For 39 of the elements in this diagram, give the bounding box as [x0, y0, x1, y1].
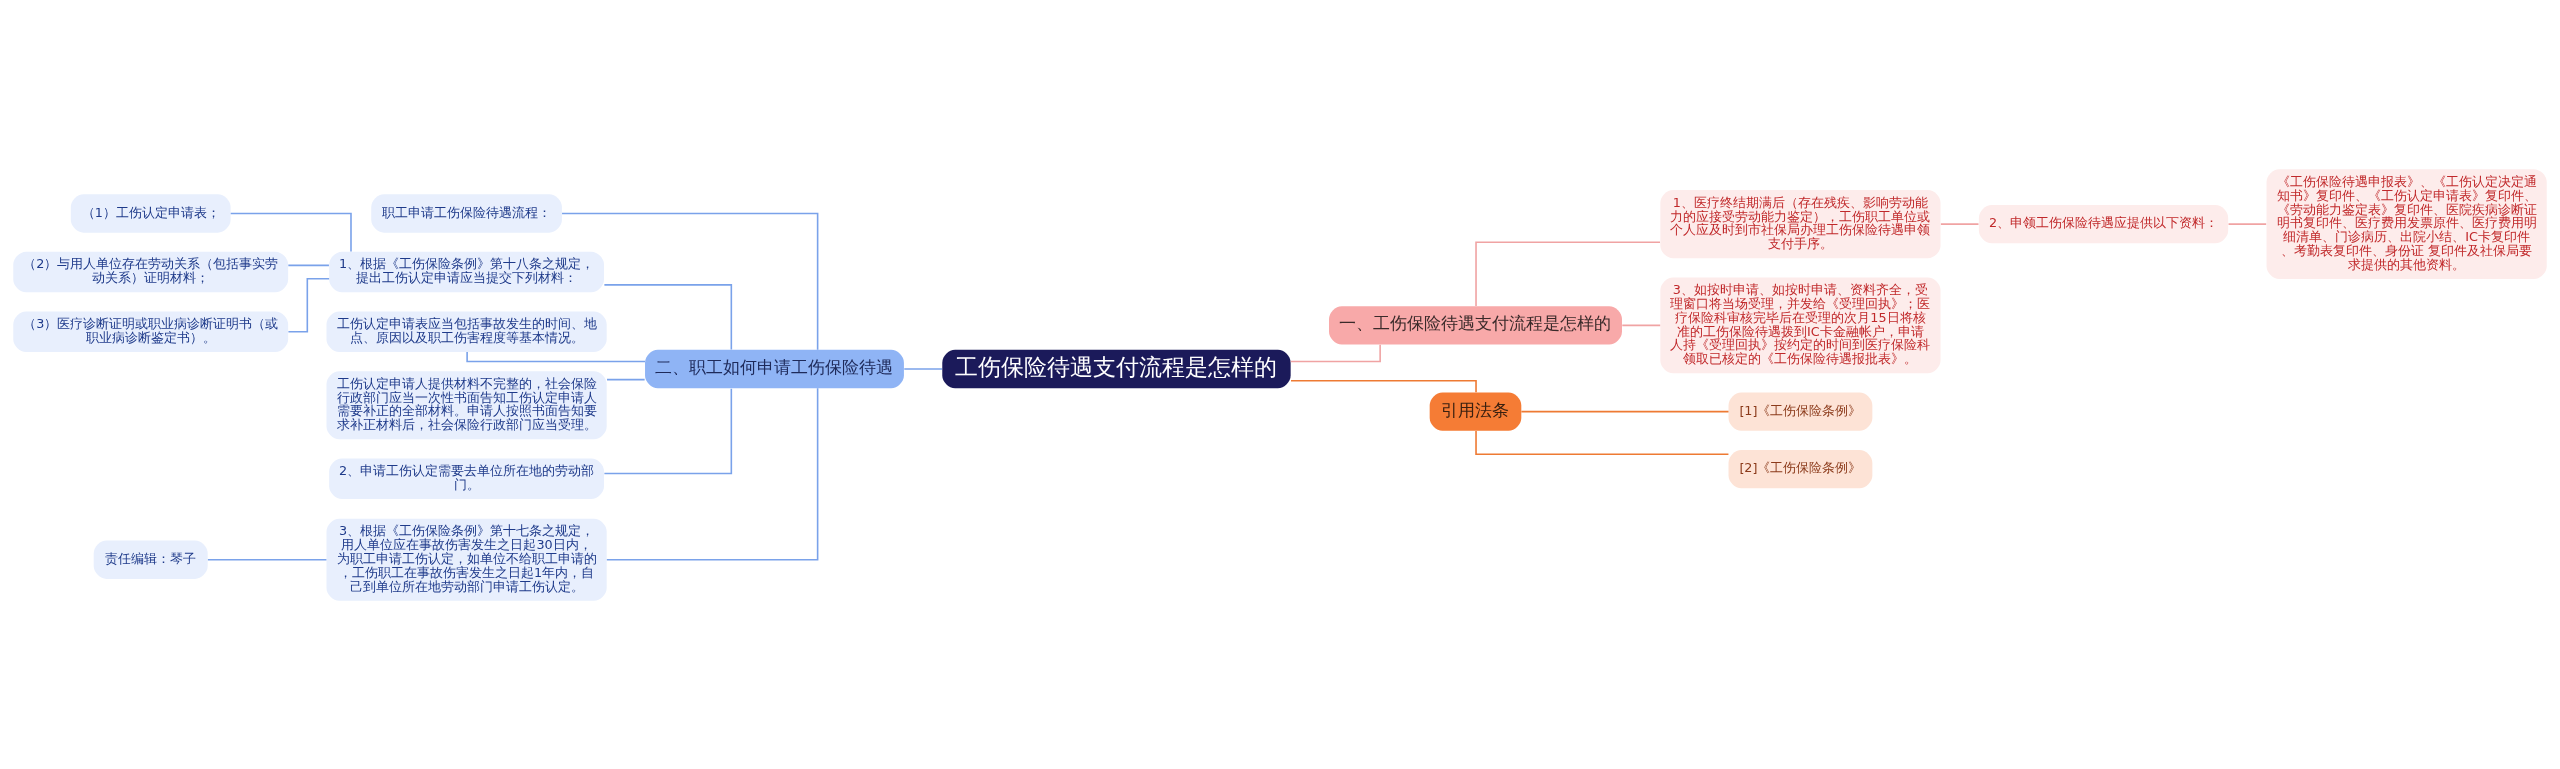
connector [606, 378, 646, 380]
connector [1520, 410, 1730, 412]
connector [229, 212, 352, 252]
node-box: 1、根据《工伤保险条例》第十八条之规定，提出工伤认定申请应当提交下列材料： [329, 251, 604, 292]
node-box: [1]《工伤保险条例》 [1728, 391, 1873, 431]
node-box: 工伤保险待遇支付流程是怎样的 [942, 349, 1291, 388]
connector [606, 387, 819, 560]
node-box: 2、申领工伤保险待遇应提供以下资料： [1978, 204, 2229, 243]
connector [1290, 379, 1477, 393]
connector [603, 387, 733, 474]
connector [1475, 429, 1730, 455]
node-box: 引用法条 [1429, 391, 1522, 431]
node-box: （1）工伤认定申请表； [70, 193, 231, 233]
node-box: （3）医疗诊断证明或职业病诊断证明书（或职业病诊断鉴定书）。 [13, 311, 289, 352]
connector [2227, 222, 2267, 225]
connector [561, 212, 819, 350]
node-box: 职工申请工伤保险待遇流程： [371, 193, 562, 233]
connector [207, 558, 328, 560]
node-box: [2]《工伤保险条例》 [1728, 449, 1873, 488]
node-box: 一、工伤保险待遇支付流程是怎样的 [1329, 305, 1622, 344]
connector [603, 283, 733, 350]
node-box: 3、根据《工伤保险条例》第十七条之规定，用人单位应在事故伤害发生之日起30日内，为职工申请工伤认定，如单位不给职工申请的，工伤职工在事故伤害发生之日起1年内，自己到单位所在地劳动部门申请工伤认定。 [326, 518, 607, 601]
connector [287, 277, 330, 333]
connector [1475, 240, 1661, 307]
node-box: 工伤认定申请人提供材料不完整的，社会保险行政部门应当一次性书面告知工伤认定申请人需要补正的全部材料。申请人按照书面告知要求补正材料后，社会保险行政部门应当受理。 [326, 370, 607, 439]
node-box: 1、医疗终结期满后（存在残疾、影响劳动能力的应接受劳动能力鉴定），工伤职工单位或个人应及时到市社保局办理工伤保险待遇申领支付手序。 [1660, 189, 1941, 258]
connector [1621, 324, 1661, 326]
connector [287, 264, 330, 266]
connector [1940, 222, 1980, 225]
connector [466, 350, 646, 362]
connector [1290, 343, 1381, 362]
node-box: 《工伤保险待遇申报表》、《工伤认定决定通知书》复印件、《工伤认定申请表》复印件、《劳动能力鉴定表》复印件、医院疾病诊断证明书复印件、医疗费用发票原件、医疗费用明细清单、门诊病历、出院小结、IC卡复印件、考勤表复印件、身份证 复印件及社保局要求提供的其他资料。 [2266, 168, 2547, 279]
node-box: 工伤认定申请表应当包括事故发生的时间、地点、原因以及职工伤害程度等基本情况。 [326, 311, 607, 352]
node-box: 责任编辑：琴子 [93, 540, 208, 579]
node-box: 2、申请工伤认定需要去单位所在地的劳动部门。 [329, 458, 604, 499]
connector [903, 367, 943, 370]
node-box: （2）与用人单位存在劳动关系（包括事实劳动关系）证明材料； [13, 251, 289, 292]
node-box: 二、职工如何申请工伤保险待遇 [645, 349, 904, 388]
node-box: 3、如按时申请、如按时申请、资料齐全，受理窗口将当场受理，并发给《受理回执》；医疗保险科审核完毕后在受理的次月15日将核准的工伤保险待遇拨到IC卡金融帐户，申请人持《受理回执》按约定的时间到医疗保险科领取已核定的《工伤保险待遇报批表》。 [1660, 276, 1941, 373]
